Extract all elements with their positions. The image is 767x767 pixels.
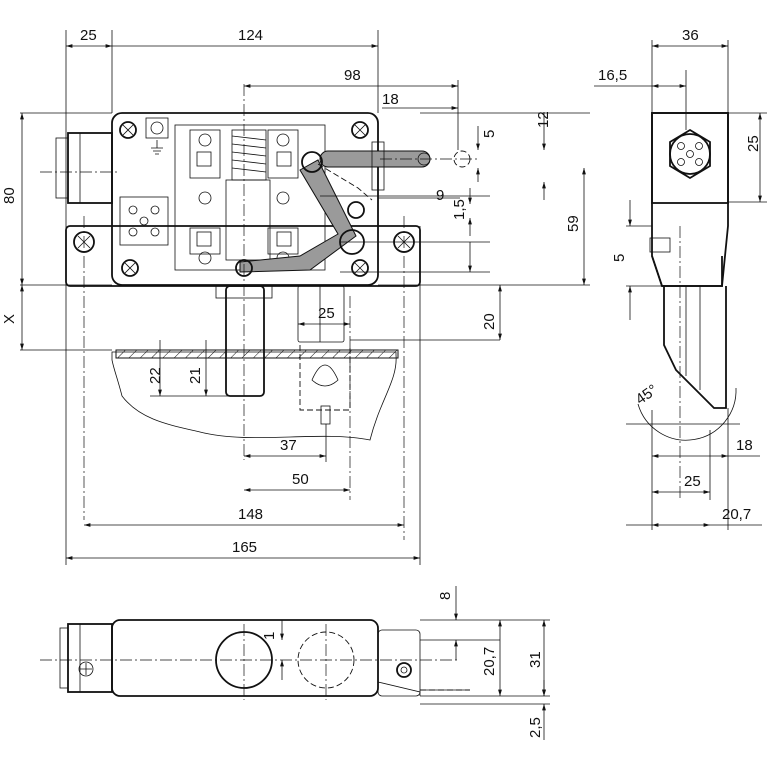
dim-80: 80 [1,187,18,204]
bottom-view: 8 1 20,7 31 2,5 [40,586,550,740]
dim-1-5: 1,5 [451,199,468,220]
dim-37: 37 [280,437,297,454]
bottom-dim-2-5: 2,5 [527,717,544,738]
side-dim-16-5: 16,5 [598,67,627,84]
plunger-spring [225,129,271,261]
connector-body [67,132,113,204]
dim-20: 20 [481,313,498,330]
dim-12: 12 [535,111,552,128]
actuator-lever [235,141,471,277]
bottom-dim-8: 8 [437,592,454,600]
dim-5: 5 [481,130,498,138]
dim-45-deg: 45° [633,381,661,408]
side-view: 45° 36 16,5 25 5 18 25 [594,27,767,530]
mounting-flange [65,225,421,287]
dim-x: X [1,314,18,324]
dim-25-top: 25 [80,27,97,44]
bottom-dim-20-7: 20,7 [481,647,498,676]
side-dim-20-7: 20,7 [722,506,751,523]
side-dim-18: 18 [736,437,753,454]
dim-165: 165 [232,539,257,556]
dim-21: 21 [187,367,204,384]
connector-face [669,128,711,180]
dim-124: 124 [238,27,263,44]
dim-98: 98 [344,67,361,84]
dim-50: 50 [292,471,309,488]
side-dim-25-h: 25 [684,473,701,490]
dim-18: 18 [382,91,399,108]
housing-screws [119,121,369,277]
connector-pins [119,196,169,246]
side-dim-5: 5 [611,254,628,262]
mounting-surface [111,351,397,441]
dim-9: 9 [436,187,444,204]
dim-59: 59 [565,215,582,232]
side-dim-25-v: 25 [745,135,762,152]
dim-148: 148 [238,506,263,523]
actuator-pin [225,285,265,397]
front-view: 25 124 98 18 80 X 5 12 9 1,5 59 20 [1,27,590,565]
earth-terminal [145,117,169,155]
dim-25-mid: 25 [318,305,335,322]
side-dim-36: 36 [682,27,699,44]
bottom-dim-1: 1 [261,632,278,640]
dim-22: 22 [147,367,164,384]
bottom-dim-31: 31 [527,651,544,668]
